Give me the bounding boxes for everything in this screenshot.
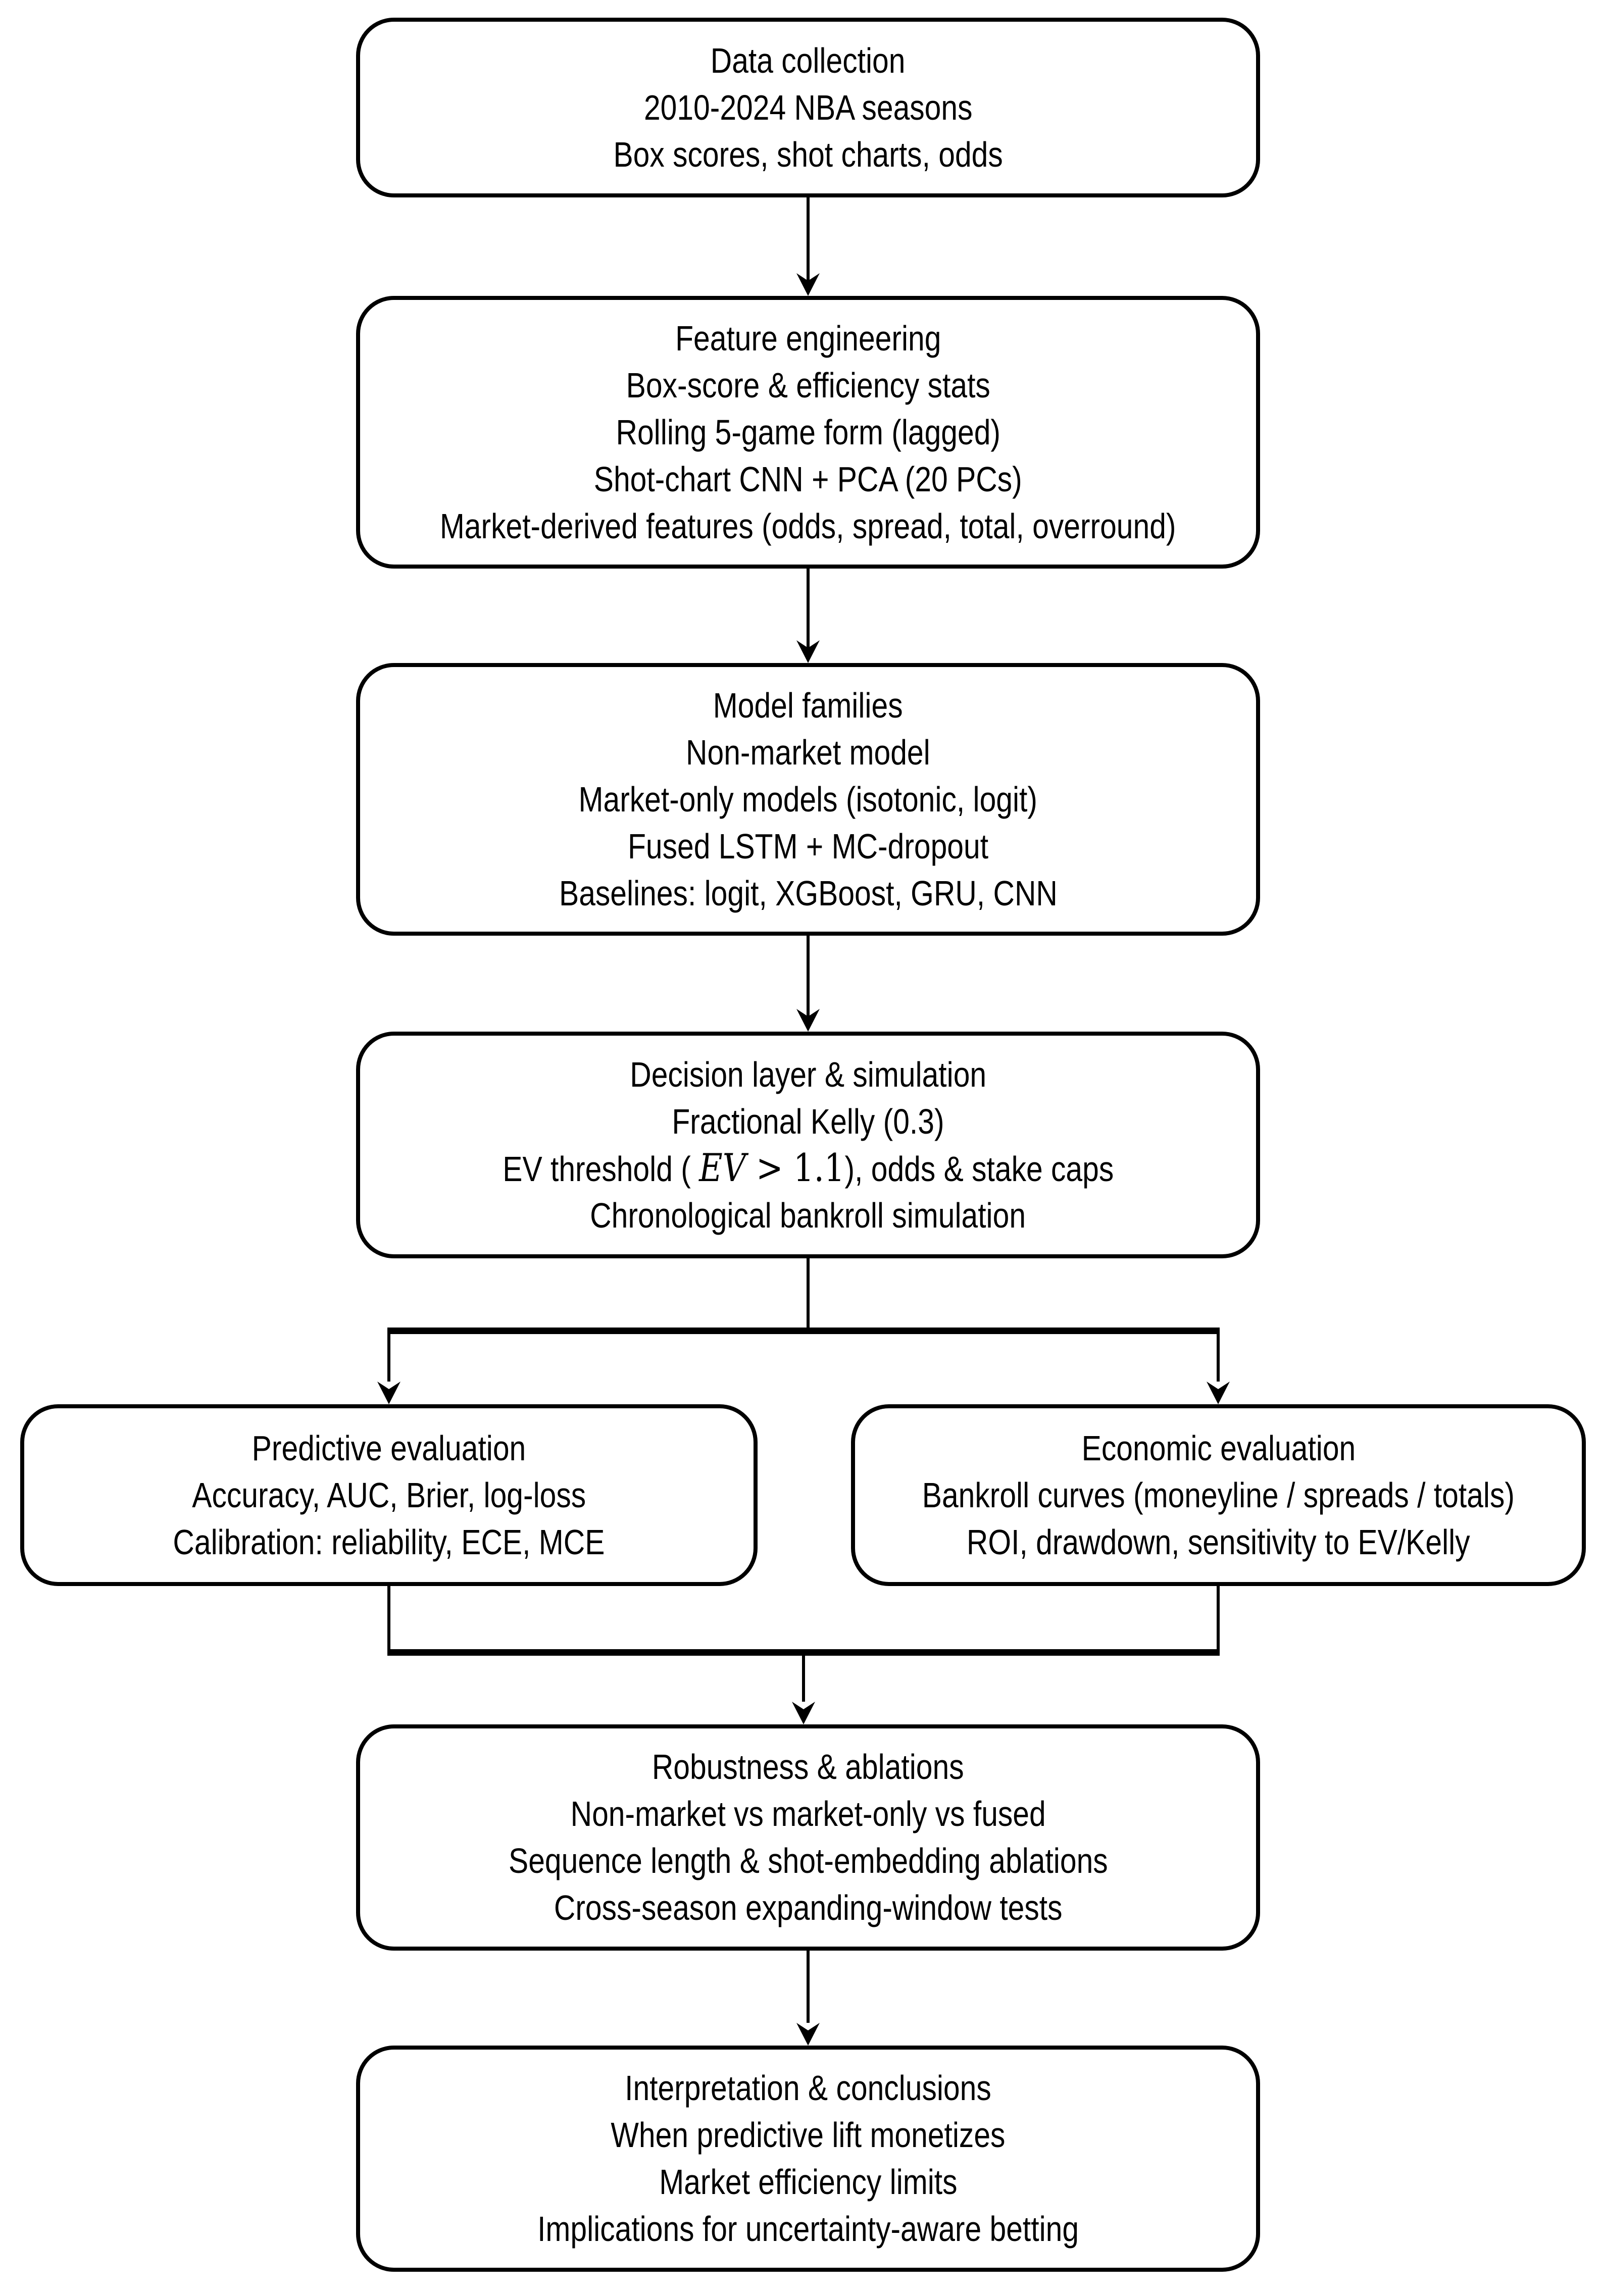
node-model-families: Model families Non-market model Market-o… bbox=[356, 663, 1260, 936]
node-line: Calibration: reliability, ECE, MCE bbox=[173, 1522, 605, 1562]
node-line: Non-market model bbox=[686, 732, 930, 772]
node-economic-evaluation: Economic evaluation Bankroll curves (mon… bbox=[851, 1404, 1586, 1586]
node-line: Economic evaluation bbox=[1081, 1428, 1356, 1468]
node-line: When predictive lift monetizes bbox=[611, 2115, 1006, 2155]
node-line-ev-threshold: EV threshold ( EV > 1.1), odds & stake c… bbox=[360, 1145, 1256, 1192]
node-line: Chronological bankroll simulation bbox=[590, 1195, 1026, 1235]
node-line: Box scores, shot charts, odds bbox=[613, 134, 1003, 174]
node-line: Non-market vs market-only vs fused bbox=[570, 1794, 1046, 1833]
arrow-data-to-features bbox=[796, 197, 820, 296]
node-line: Market-only models (isotonic, logit) bbox=[578, 779, 1038, 819]
node-line: Interpretation & conclusions bbox=[625, 2068, 991, 2108]
node-robustness-ablations: Robustness & ablations Non-market vs mar… bbox=[356, 1724, 1260, 1951]
node-line: Predictive evaluation bbox=[252, 1428, 526, 1468]
node-line: Baselines: logit, XGBoost, GRU, CNN bbox=[559, 873, 1058, 913]
arrow-robustness-to-conclusions bbox=[796, 1951, 820, 2046]
node-line: Model families bbox=[713, 685, 903, 725]
node-line: Bankroll curves (moneyline / spreads / t… bbox=[922, 1475, 1515, 1515]
node-interpretation-conclusions: Interpretation & conclusions When predic… bbox=[356, 2046, 1260, 2272]
node-predictive-evaluation: Predictive evaluation Accuracy, AUC, Bri… bbox=[20, 1404, 758, 1586]
ev-line-suffix: ), odds & stake caps bbox=[844, 1149, 1114, 1189]
node-line: Implications for uncertainty-aware betti… bbox=[537, 2209, 1079, 2249]
node-line: Decision layer & simulation bbox=[630, 1054, 986, 1094]
merge-connector bbox=[387, 1586, 1220, 1724]
arrow-features-to-models bbox=[796, 569, 820, 663]
arrow-models-to-decision bbox=[796, 936, 820, 1032]
node-line: Shot-chart CNN + PCA (20 PCs) bbox=[594, 459, 1022, 499]
node-line: Rolling 5-game form (lagged) bbox=[616, 412, 1000, 452]
ev-math-relation: > 1.1 bbox=[745, 1145, 845, 1190]
node-line: Sequence length & shot-embedding ablatio… bbox=[508, 1841, 1108, 1880]
split-connector bbox=[377, 1258, 1230, 1404]
ev-line-prefix: EV threshold ( bbox=[503, 1149, 699, 1189]
ev-math-variable: EV bbox=[698, 1145, 746, 1190]
node-line: Market efficiency limits bbox=[659, 2162, 958, 2202]
node-line: 2010-2024 NBA seasons bbox=[643, 87, 973, 127]
node-line: Fused LSTM + MC-dropout bbox=[627, 826, 989, 866]
node-line: Robustness & ablations bbox=[652, 1747, 964, 1787]
node-line: Feature engineering bbox=[675, 318, 941, 358]
node-line: Data collection bbox=[711, 40, 906, 80]
node-feature-engineering: Feature engineering Box-score & efficien… bbox=[356, 296, 1260, 569]
node-decision-layer: Decision layer & simulation Fractional K… bbox=[356, 1032, 1260, 1258]
node-line: Market-derived features (odds, spread, t… bbox=[440, 506, 1176, 546]
node-line: Accuracy, AUC, Brier, log-loss bbox=[192, 1475, 586, 1515]
node-line: Cross-season expanding-window tests bbox=[554, 1888, 1063, 1927]
node-line: Fractional Kelly (0.3) bbox=[672, 1101, 944, 1141]
node-data-collection: Data collection 2010-2024 NBA seasons Bo… bbox=[356, 18, 1260, 197]
node-line: Box-score & efficiency stats bbox=[626, 365, 990, 405]
node-line: ROI, drawdown, sensitivity to EV/Kelly bbox=[967, 1522, 1470, 1562]
